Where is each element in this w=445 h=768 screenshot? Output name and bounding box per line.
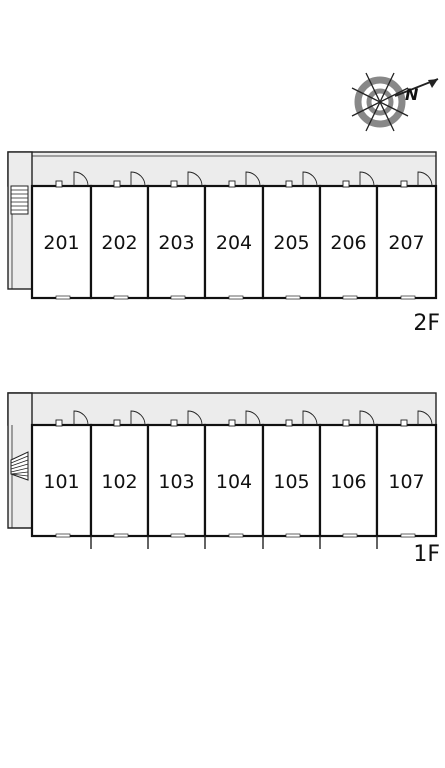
room-106: 106 [318, 410, 379, 538]
corridor-2f [7, 151, 437, 187]
room-201: 201 [30, 171, 93, 300]
compass-north-label: N [405, 85, 419, 104]
room-number: 107 [388, 471, 424, 493]
corridor-1f [7, 392, 437, 426]
room-number: 207 [388, 232, 424, 254]
room-number: 103 [158, 471, 194, 493]
room-number: 104 [216, 471, 252, 493]
partition-walls-1f [90, 536, 378, 549]
room-202: 202 [89, 171, 150, 300]
room-104: 104 [203, 410, 265, 538]
floor-label-1f: 1F [413, 542, 440, 567]
room-number: 206 [330, 232, 366, 254]
room-206: 206 [318, 171, 379, 300]
stairs-icon-1f [10, 451, 29, 481]
compass-icon: N [351, 72, 439, 132]
room-number: 203 [158, 232, 194, 254]
floor-1f-plan: 101 102 103 104 105 [7, 392, 440, 567]
room-204: 204 [203, 171, 265, 300]
room-number: 204 [216, 232, 252, 254]
room-number: 101 [43, 471, 79, 493]
room-207: 207 [375, 171, 438, 300]
room-number: 202 [101, 232, 137, 254]
room-number: 106 [330, 471, 366, 493]
room-107: 107 [375, 410, 438, 538]
room-number: 105 [273, 471, 309, 493]
room-205: 205 [261, 171, 322, 300]
room-number: 201 [43, 232, 79, 254]
room-105: 105 [261, 410, 322, 538]
floor-2f-plan: 201 202 203 204 205 [7, 151, 440, 336]
room-203: 203 [146, 171, 207, 300]
room-number: 205 [273, 232, 309, 254]
room-102: 102 [89, 410, 150, 538]
room-number: 102 [101, 471, 137, 493]
floor-label-2f: 2F [413, 311, 440, 336]
room-103: 103 [146, 410, 207, 538]
stairs-icon-2f [10, 185, 29, 215]
room-101: 101 [30, 410, 93, 538]
